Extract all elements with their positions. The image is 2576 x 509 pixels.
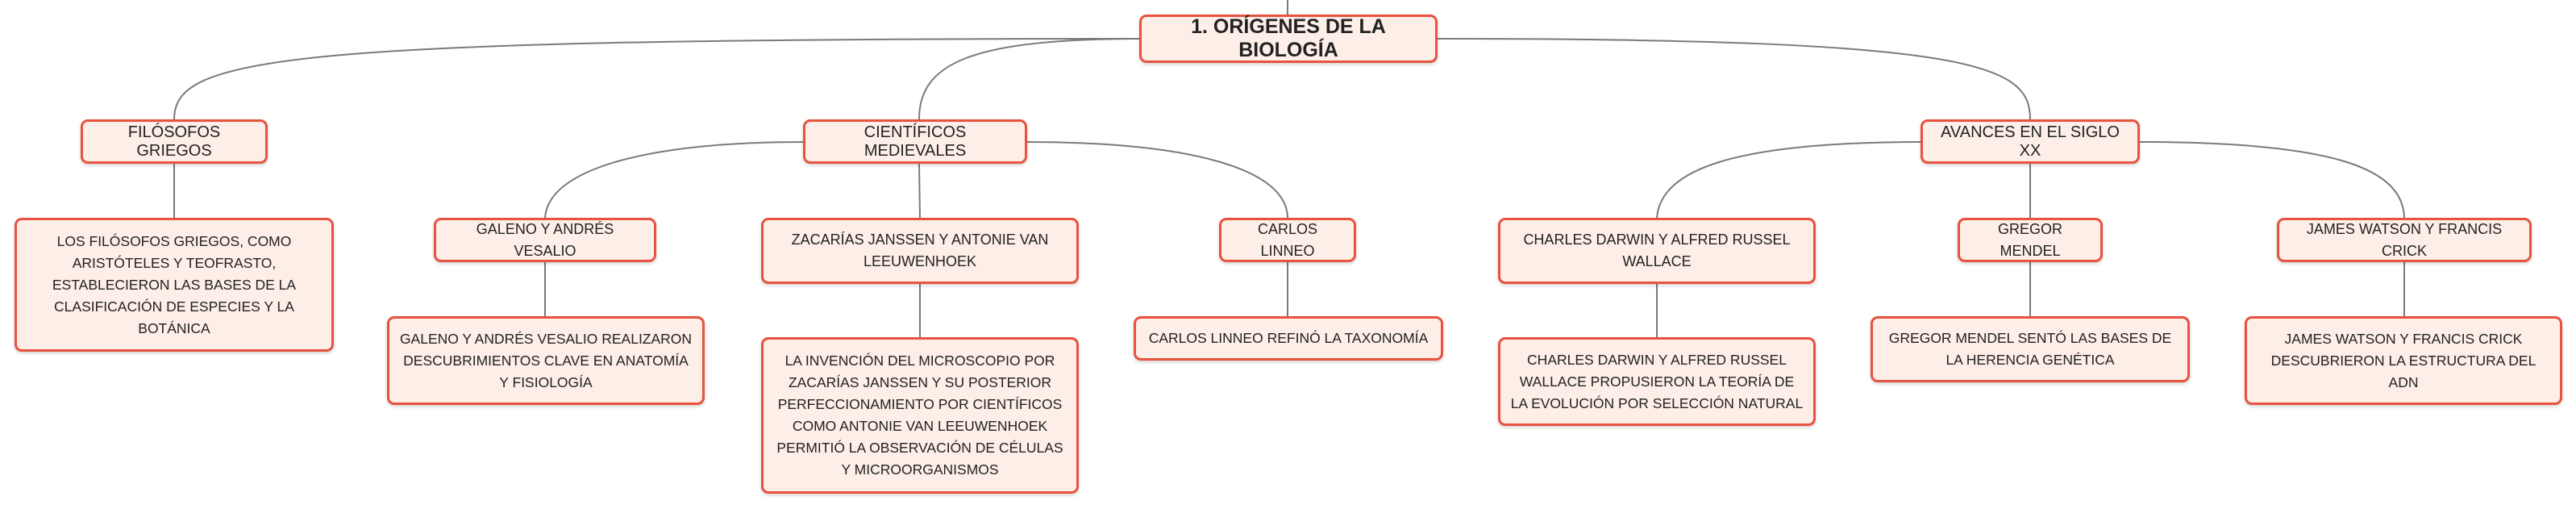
node-darwin-wallace[interactable]: CHARLES DARWIN Y ALFRED RUSSEL WALLACE — [1498, 218, 1816, 284]
connector-medievales-linneo — [1025, 141, 1288, 219]
connector-medievales-galeno — [544, 141, 805, 219]
node-label: AVANCES EN EL SIGLO XX — [1941, 123, 2120, 160]
node-watson-crick[interactable]: JAMES WATSON Y FRANCIS CRICK — [2277, 218, 2532, 262]
connector-root-sigloxx — [1437, 38, 2031, 120]
node-text: JAMES WATSON Y FRANCIS CRICK DESCUBRIERO… — [2270, 330, 2536, 390]
node-galeno-vesalio[interactable]: GALENO Y ANDRÉS VESALIO — [434, 218, 656, 262]
node-text: GALENO Y ANDRÉS VESALIO REALIZARON DESCU… — [399, 330, 693, 390]
node-label: JAMES WATSON Y FRANCIS CRICK — [2306, 220, 2503, 259]
node-janssen-detail[interactable]: LA INVENCIÓN DEL MICROSCOPIO POR ZACARÍA… — [761, 337, 1079, 494]
node-galeno-detail[interactable]: GALENO Y ANDRÉS VESALIO REALIZARON DESCU… — [387, 316, 705, 405]
connector-root-filosofos — [173, 38, 1142, 120]
node-text: LA INVENCIÓN DEL MICROSCOPIO POR ZACARÍA… — [776, 353, 1063, 478]
connector-root-medievales — [918, 38, 1142, 120]
connector-sigloxx-darwin — [1656, 141, 1923, 219]
node-carlos-linneo[interactable]: CARLOS LINNEO — [1219, 218, 1356, 262]
node-linneo-detail[interactable]: CARLOS LINNEO REFINÓ LA TAXONOMÍA — [1134, 316, 1443, 361]
root-node[interactable]: 1. ORÍGENES DE LA BIOLOGÍA — [1139, 15, 1438, 63]
node-gregor-mendel[interactable]: GREGOR MENDEL — [1958, 218, 2103, 262]
node-janssen-leeuwenhoek[interactable]: ZACARÍAS JANSSEN Y ANTONIE VAN LEEUWENHO… — [761, 218, 1079, 284]
node-label: FILÓSOFOS GRIEGOS — [127, 123, 221, 160]
root-label: 1. ORÍGENES DE LA BIOLOGÍA — [1191, 15, 1386, 61]
connector-medievales-janssen — [918, 163, 921, 219]
node-filosofos-griegos[interactable]: FILÓSOFOS GRIEGOS — [81, 119, 268, 164]
node-filosofos-detail[interactable]: LOS FILÓSOFOS GRIEGOS, COMO ARISTÓTELES … — [15, 218, 334, 352]
node-avances-siglo-xx[interactable]: AVANCES EN EL SIGLO XX — [1921, 119, 2140, 164]
node-mendel-detail[interactable]: GREGOR MENDEL SENTÓ LAS BASES DE LA HERE… — [1871, 316, 2190, 382]
node-watson-detail[interactable]: JAMES WATSON Y FRANCIS CRICK DESCUBRIERO… — [2245, 316, 2562, 405]
node-label: GALENO Y ANDRÉS VESALIO — [476, 220, 614, 259]
node-text: LOS FILÓSOFOS GRIEGOS, COMO ARISTÓTELES … — [52, 232, 297, 336]
node-text: GREGOR MENDEL SENTÓ LAS BASES DE LA HERE… — [1888, 330, 2172, 368]
node-darwin-detail[interactable]: CHARLES DARWIN Y ALFRED RUSSEL WALLACE P… — [1498, 337, 1816, 426]
node-label: GREGOR MENDEL — [1997, 220, 2062, 259]
node-text: CARLOS LINNEO REFINÓ LA TAXONOMÍA — [1148, 330, 1429, 346]
node-label: CHARLES DARWIN Y ALFRED RUSSEL WALLACE — [1523, 232, 1791, 269]
node-label: ZACARÍAS JANSSEN Y ANTONIE VAN LEEUWENHO… — [791, 232, 1049, 269]
node-label: CIENTÍFICOS MEDIEVALES — [864, 123, 967, 160]
node-cientificos-medievales[interactable]: CIENTÍFICOS MEDIEVALES — [803, 119, 1027, 164]
connector-sigloxx-watson — [2137, 141, 2405, 219]
node-text: CHARLES DARWIN Y ALFRED RUSSEL WALLACE P… — [1510, 351, 1804, 411]
node-label: CARLOS LINNEO — [1257, 220, 1318, 259]
